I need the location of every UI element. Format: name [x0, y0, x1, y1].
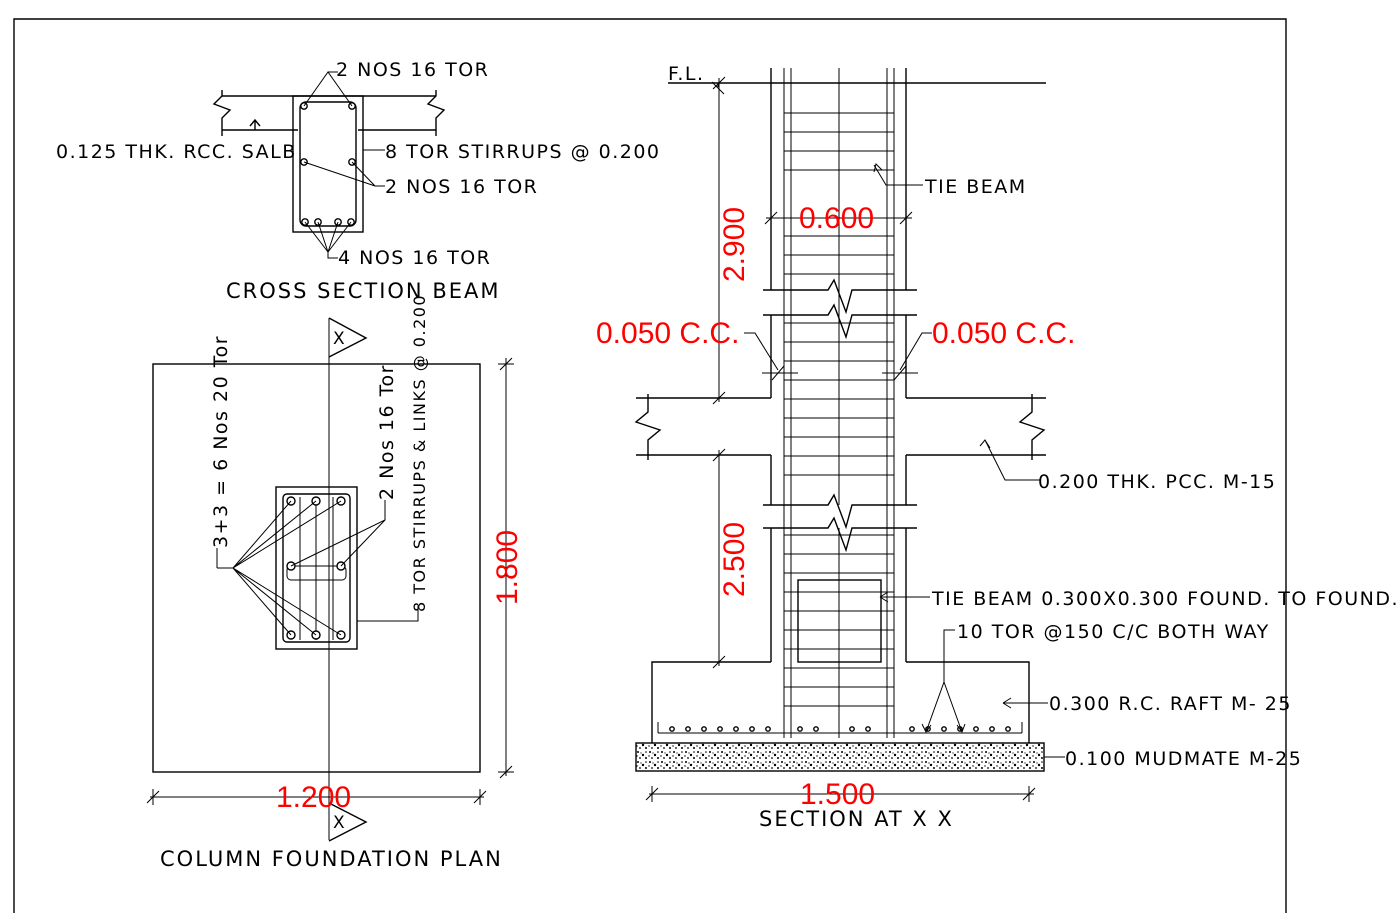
label-raft: 0.300 R.C. RAFT M- 25 — [1049, 693, 1292, 715]
section-marker-bottom — [328, 802, 368, 842]
dim-line-upper — [712, 76, 726, 405]
leader-main-bars — [217, 500, 342, 636]
leader-cc-right — [882, 332, 932, 381]
leader-side-bars — [290, 500, 386, 567]
sheet-border — [13, 18, 1287, 913]
slab-arrow — [249, 118, 261, 130]
floor-break-left — [634, 394, 662, 460]
label-mudmat: 0.100 MUDMATE M-25 — [1065, 748, 1302, 770]
beam-stirrup — [299, 101, 357, 227]
column-main-bars — [783, 68, 895, 738]
leader-bottom-bars — [304, 221, 352, 259]
leader-tie-beam-found — [879, 591, 930, 603]
title-plan: COLUMN FOUNDATION PLAN — [160, 847, 503, 871]
slab-lines — [222, 95, 436, 131]
dim-line-raft — [645, 786, 1036, 802]
label-mid-bars: 2 NOS 16 TOR — [385, 176, 538, 198]
dim-cc-left: 0.050 C.C. — [596, 317, 739, 350]
label-tie-beam-found: TIE BEAM 0.300X0.300 FOUND. TO FOUND. — [931, 588, 1399, 610]
column-ties-vertical — [299, 497, 334, 640]
leader-mid-bars — [303, 161, 385, 187]
column-break-upper — [763, 278, 917, 340]
raft-outline — [651, 661, 1030, 743]
floor-break-right — [1018, 394, 1046, 460]
raft-bottom-bar — [657, 722, 1023, 734]
label-top-bars: 2 NOS 16 TOR — [336, 59, 489, 81]
dim-raft: 1.500 — [800, 778, 875, 811]
label-main-bars: 3+3 = 6 Nos 20 Tor — [210, 335, 232, 548]
label-tie-beam: TIE BEAM — [924, 176, 1027, 198]
title-cross-section: CROSS SECTION BEAM — [226, 279, 500, 303]
beam-cross-section: 2 NOS 16 TOR 0.125 THK. RCC. SALB 8 TOR … — [56, 59, 661, 303]
footing-outline — [152, 363, 481, 773]
column-tie — [282, 493, 351, 643]
mudmat — [635, 742, 1045, 772]
leader-links — [357, 606, 419, 622]
leader-pcc — [979, 439, 1040, 481]
label-bottom-bars: 4 NOS 16 TOR — [338, 247, 491, 269]
floor-slab — [636, 397, 1046, 456]
dim-length: 1.800 — [491, 530, 524, 605]
column-outline — [275, 486, 358, 650]
slab-break-left — [212, 90, 232, 136]
beam-outline — [292, 95, 364, 233]
leader-raft-bars — [921, 629, 966, 734]
slab-break-right — [426, 90, 446, 136]
leader-cc-left — [744, 332, 798, 381]
dim-col-width: 0.600 — [799, 202, 874, 235]
column-foundation-plan: X X 3+3 = 6 Nos 20 Tor 2 Nos 16 Tor 8 TO… — [146, 294, 524, 871]
label-stirrups: 8 TOR STIRRUPS @ 0.200 — [385, 141, 661, 163]
dim-line-col-width — [764, 210, 913, 226]
label-side-bars: 2 Nos 16 Tor — [376, 364, 398, 500]
dim-lower: 2.500 — [718, 522, 751, 597]
section-mark-top: X — [333, 329, 345, 349]
title-section: SECTION AT X X — [759, 807, 954, 831]
label-slab: 0.125 THK. RCC. SALB — [56, 141, 297, 163]
section-at-xx: F.L. 0.200 THK. PCC. M-15 TIE BEAM 0.600… — [596, 63, 1399, 831]
section-mark-bottom: X — [333, 813, 345, 833]
column-break-lower — [763, 493, 917, 553]
tie-beam-box — [797, 579, 882, 663]
dim-cc-right: 0.050 C.C. — [932, 317, 1075, 350]
label-raft-bars: 10 TOR @150 C/C BOTH WAY — [957, 621, 1270, 643]
label-links: 8 TOR STIRRUPS & LINKS @ 0.200 — [410, 294, 429, 612]
leader-raft — [1002, 697, 1048, 709]
dim-line-width — [146, 789, 487, 805]
dim-line-length — [498, 357, 514, 779]
dim-upper: 2.900 — [718, 207, 751, 282]
dim-width: 1.200 — [276, 781, 351, 814]
leader-tie-beam — [873, 163, 923, 186]
section-marker-top — [328, 317, 368, 358]
column-outer-lines — [770, 68, 907, 662]
label-pcc: 0.200 THK. PCC. M-15 — [1038, 471, 1276, 493]
column-ties — [784, 112, 894, 707]
label-fl: F.L. — [668, 63, 705, 85]
leader-top-bars — [303, 71, 353, 107]
